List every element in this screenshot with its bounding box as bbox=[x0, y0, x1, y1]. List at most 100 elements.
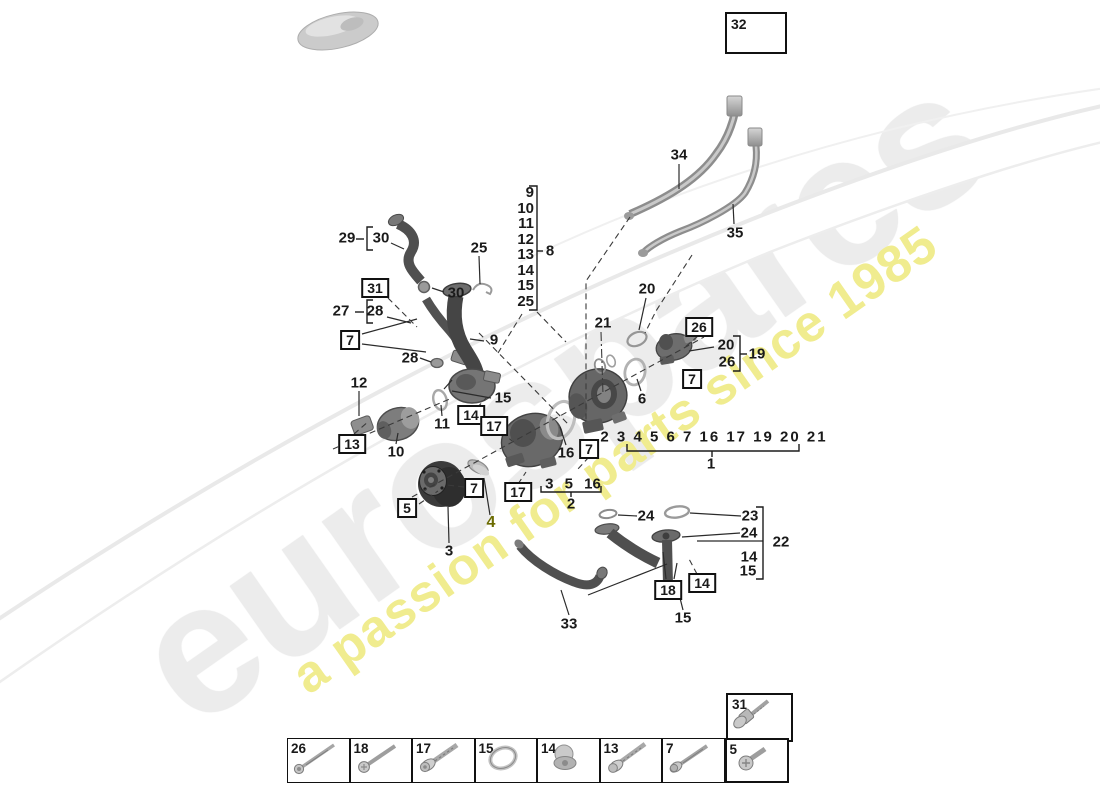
stack-item[interactable]: 25 bbox=[517, 292, 534, 310]
leader-lines bbox=[358, 164, 763, 616]
stack-item[interactable]: 13 bbox=[517, 246, 534, 263]
legend-cell-17[interactable]: 17 bbox=[412, 738, 475, 783]
callout-group-2-items[interactable]: 3 5 16 bbox=[545, 475, 601, 493]
stack-item[interactable]: 11 bbox=[518, 215, 534, 232]
stack-item[interactable]: 9 bbox=[525, 184, 534, 201]
callout-28-clamp[interactable]: 28 bbox=[401, 349, 419, 367]
callout-19[interactable]: 19 bbox=[748, 345, 766, 363]
legend-cell-14[interactable]: 14 bbox=[537, 738, 600, 783]
callout-6[interactable]: 6 bbox=[637, 390, 647, 408]
callout-20[interactable]: 20 bbox=[638, 280, 656, 298]
hose-clamp-28 bbox=[430, 357, 444, 369]
pan-head-bolt-icon bbox=[357, 744, 396, 773]
legend-cell-5[interactable]: 5 bbox=[724, 738, 789, 783]
callout-box-14[interactable]: 14 bbox=[457, 405, 485, 425]
callout-box-31[interactable]: 31 bbox=[361, 278, 389, 298]
callout-34[interactable]: 34 bbox=[670, 146, 688, 164]
callout-27[interactable]: 27 bbox=[332, 302, 350, 320]
callout-33[interactable]: 33 bbox=[560, 615, 578, 633]
callout-2[interactable]: 2 bbox=[566, 495, 576, 513]
callout-21[interactable]: 21 bbox=[594, 314, 612, 332]
elbow-hose-9 bbox=[442, 282, 501, 404]
o-ring-23 bbox=[663, 505, 691, 519]
callout-15b[interactable]: 15 bbox=[674, 609, 692, 627]
callout-box-17b[interactable]: 17 bbox=[504, 482, 532, 502]
callout-16[interactable]: 16 bbox=[557, 444, 575, 462]
callout-24-right[interactable]: 24 bbox=[740, 524, 758, 542]
callout-25[interactable]: 25 bbox=[470, 239, 488, 257]
callout-29[interactable]: 29 bbox=[338, 229, 356, 247]
legend-num: 18 bbox=[353, 741, 369, 756]
legend-cell-7[interactable]: 7 bbox=[662, 738, 725, 783]
o-ring-20 bbox=[626, 330, 648, 348]
legend-num: 14 bbox=[541, 741, 557, 756]
callout-box-7-hose[interactable]: 7 bbox=[340, 330, 360, 350]
aux-pump-10 bbox=[350, 406, 420, 442]
callout-4-selected[interactable]: 4 bbox=[486, 514, 496, 531]
stack-item[interactable]: 12 bbox=[517, 230, 534, 248]
callout-box-17a[interactable]: 17 bbox=[480, 416, 508, 436]
callout-box-32-num: 32 bbox=[731, 16, 747, 32]
callout-box-14b[interactable]: 14 bbox=[688, 573, 716, 593]
coolant-pipe-34 bbox=[624, 95, 743, 220]
callout-box-7-mid[interactable]: 7 bbox=[579, 439, 599, 459]
stud-bolt-icon bbox=[733, 699, 770, 729]
o-ring-16 bbox=[545, 399, 577, 441]
callout-28-sub[interactable]: 28 bbox=[366, 302, 384, 320]
callout-3[interactable]: 3 bbox=[444, 542, 454, 560]
callout-23[interactable]: 23 bbox=[741, 507, 759, 525]
legend-num: 17 bbox=[416, 741, 432, 756]
callout-box-13[interactable]: 13 bbox=[338, 434, 366, 454]
callout-9[interactable]: 9 bbox=[489, 331, 499, 349]
seal-ring-small-2 bbox=[605, 354, 617, 368]
legend-cell-18[interactable]: 18 bbox=[349, 738, 412, 783]
callout-12[interactable]: 12 bbox=[350, 374, 368, 392]
callout-8[interactable]: 8 bbox=[545, 242, 555, 260]
legend-num-31: 31 bbox=[732, 697, 748, 712]
callout-10[interactable]: 10 bbox=[387, 443, 405, 461]
callout-11[interactable]: 11 bbox=[434, 415, 450, 433]
callout-24-left[interactable]: 24 bbox=[637, 507, 655, 525]
callout-35[interactable]: 35 bbox=[726, 224, 744, 242]
callout-15-grp22[interactable]: 15 bbox=[739, 562, 757, 580]
callout-14-grp22[interactable]: 14 bbox=[740, 548, 758, 566]
group-brackets bbox=[355, 185, 800, 580]
legend-cell-26[interactable]: 26 bbox=[287, 738, 350, 783]
legend-num: 7 bbox=[666, 741, 674, 756]
car-silhouette bbox=[297, 11, 379, 51]
callout-22[interactable]: 22 bbox=[772, 533, 790, 551]
callout-30-clamp[interactable]: 30 bbox=[447, 284, 465, 302]
callout-box-18[interactable]: 18 bbox=[654, 580, 682, 600]
legend-cell-15[interactable]: 15 bbox=[474, 738, 537, 783]
legend-cell-13[interactable]: 13 bbox=[599, 738, 662, 783]
legend-num: 5 bbox=[729, 742, 738, 757]
callout-box-26[interactable]: 26 bbox=[685, 317, 713, 337]
callout-1[interactable]: 1 bbox=[706, 455, 716, 473]
callout-group-1-items[interactable]: 2 3 4 5 6 7 16 17 19 20 21 bbox=[600, 428, 828, 446]
stack-item[interactable]: 15 bbox=[517, 277, 534, 294]
legend-box-31[interactable]: 31 bbox=[726, 693, 793, 742]
o-ring-11 bbox=[432, 388, 448, 412]
seal-disc-4 bbox=[467, 459, 490, 476]
callout-box-32[interactable]: 32 bbox=[725, 12, 787, 54]
stack-item[interactable]: 14 bbox=[517, 261, 534, 279]
pulley-3 bbox=[418, 461, 466, 507]
sealing-plug-icon bbox=[553, 744, 577, 770]
callout-20-grp[interactable]: 20 bbox=[717, 336, 735, 354]
o-ring-6 bbox=[623, 357, 647, 387]
callout-box-7-thermo[interactable]: 7 bbox=[682, 369, 702, 389]
fastener-legend: 26 18 17 bbox=[287, 738, 789, 783]
callout-30-sub[interactable]: 30 bbox=[372, 229, 390, 247]
callout-26-grp[interactable]: 26 bbox=[718, 353, 736, 371]
water-hose-29-30 bbox=[387, 213, 431, 294]
stack-item[interactable]: 10 bbox=[517, 199, 534, 217]
legend-num: 13 bbox=[603, 741, 619, 756]
callout-box-7-pulley[interactable]: 7 bbox=[464, 478, 484, 498]
thermostat-19 bbox=[655, 332, 697, 365]
callout-stack-8: 9 10 11 12 13 14 15 25 bbox=[498, 185, 534, 309]
coolant-pipe-35 bbox=[638, 127, 763, 257]
long-bolt-icon bbox=[293, 743, 335, 775]
callout-15[interactable]: 15 bbox=[494, 389, 512, 407]
callout-box-5[interactable]: 5 bbox=[397, 498, 417, 518]
